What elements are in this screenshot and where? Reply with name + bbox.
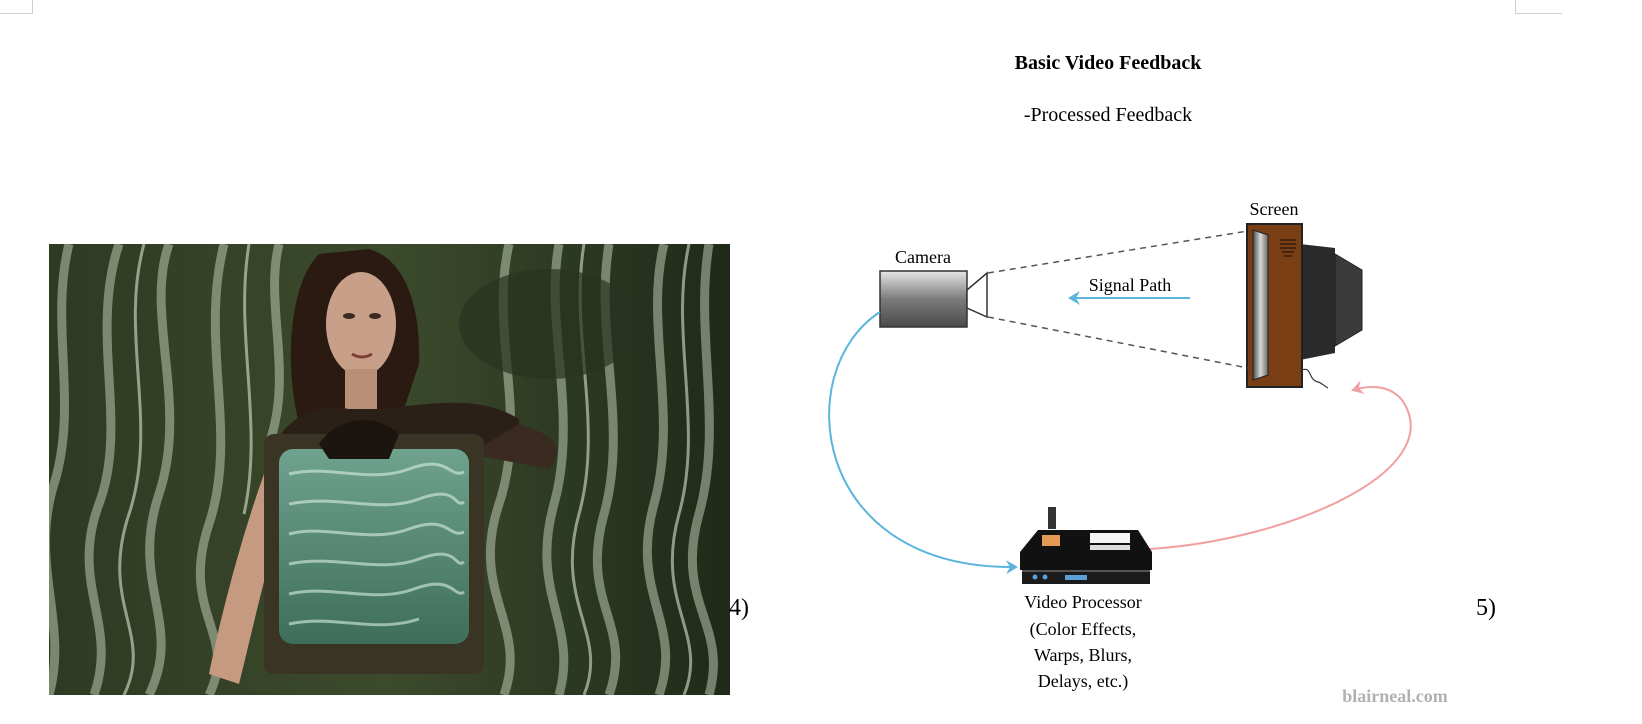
diagram-title: Basic Video Feedback bbox=[1015, 52, 1203, 74]
page-corner-mark-left bbox=[0, 0, 33, 14]
figure-number-4: 4) bbox=[729, 595, 749, 621]
signal-path-label: Signal Path bbox=[1089, 275, 1172, 295]
processor-label-line-3: Warps, Blurs, bbox=[1034, 645, 1132, 665]
video-processor-icon bbox=[1020, 507, 1152, 584]
camera-icon bbox=[879, 270, 988, 328]
watermark: blairneal.com bbox=[1342, 686, 1448, 706]
processor-label-line-1: Video Processor bbox=[1024, 592, 1141, 612]
processor-to-screen-arrow bbox=[1149, 380, 1412, 550]
figure-number-5: 5) bbox=[1476, 595, 1496, 621]
processor-label-line-4: Delays, etc.) bbox=[1038, 671, 1128, 692]
sight-line-bottom bbox=[987, 316, 1249, 369]
camera-to-processor-arrow bbox=[828, 311, 1018, 575]
screen-label: Screen bbox=[1250, 199, 1299, 219]
sight-line-top bbox=[987, 230, 1249, 274]
screen-tv-icon bbox=[1246, 223, 1363, 389]
diagram-subtitle: -Processed Feedback bbox=[1024, 104, 1192, 126]
page-corner-mark-right bbox=[1515, 0, 1562, 14]
video-feedback-diagram: Basic Video Feedback -Processed Feedback… bbox=[790, 30, 1510, 724]
camera-label: Camera bbox=[895, 247, 951, 267]
processor-label-line-2: (Color Effects, bbox=[1030, 619, 1137, 640]
video-processor-label: Video Processor (Color Effects, Warps, B… bbox=[1024, 592, 1141, 692]
performance-photo bbox=[49, 244, 730, 695]
